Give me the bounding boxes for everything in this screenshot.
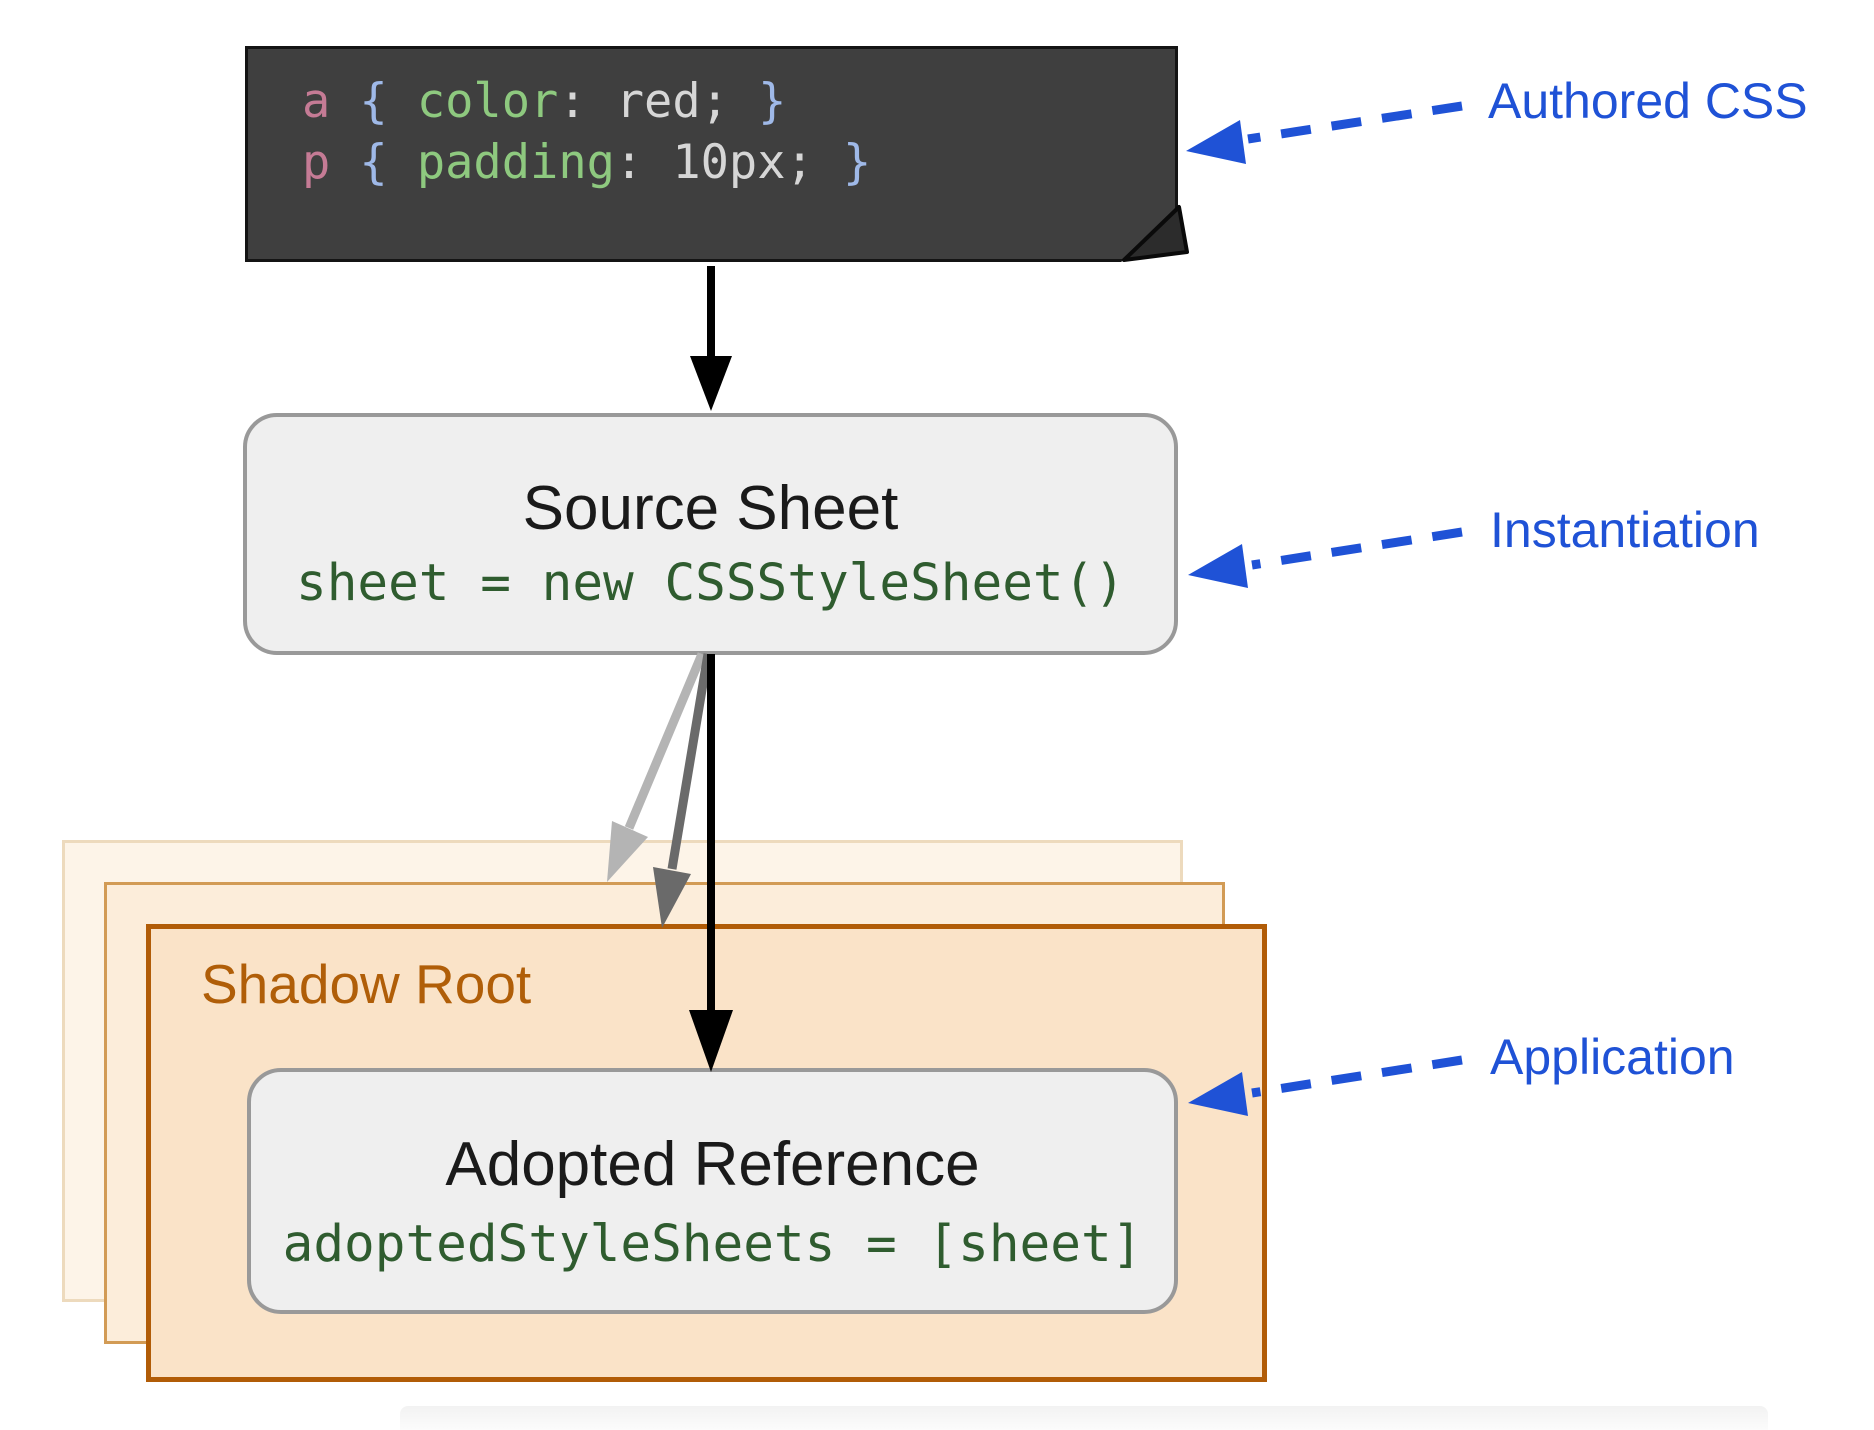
- semicolon: ;: [700, 74, 729, 129]
- css-value: red: [615, 74, 701, 129]
- callout-arrow-authored-css: [1186, 101, 1463, 164]
- colon: :: [614, 135, 644, 190]
- css-value: 10px: [672, 135, 786, 190]
- flow-arrow-source-to-middle-sheet: [653, 653, 713, 928]
- instantiation-callout-label: Instantiation: [1490, 502, 1760, 558]
- css-selector: p: [302, 135, 331, 190]
- colon: :: [558, 74, 587, 129]
- adopted-reference-title: Adopted Reference: [445, 1130, 980, 1199]
- close-brace: }: [842, 135, 872, 190]
- authored-css-callout-label: Authored CSS: [1488, 73, 1808, 129]
- flow-arrow-source-to-back-sheet: [607, 652, 707, 882]
- source-sheet-box: [243, 413, 1178, 655]
- css-property: color: [416, 74, 559, 129]
- open-brace: {: [359, 74, 388, 129]
- authored-css-code-block: a{color:red;} p{padding:10px;}: [245, 46, 1178, 262]
- flow-arrow-source-to-adopted: [689, 654, 733, 1072]
- css-rule-line-1: a { color: red;}: [302, 71, 1175, 132]
- source-sheet-code: sheet = new CSSStyleSheet(): [295, 554, 1126, 613]
- semicolon: ;: [785, 135, 814, 190]
- bottom-edge-strip: [400, 1406, 1768, 1430]
- css-rule-line-2: p { padding:10px;}: [302, 132, 1175, 193]
- shadow-root-label: Shadow Root: [201, 953, 532, 1015]
- application-callout-label: Application: [1490, 1029, 1735, 1085]
- page-fold-icon: [1122, 205, 1189, 262]
- adopted-reference-box: [247, 1068, 1178, 1314]
- flow-arrow-code-to-source: [690, 266, 732, 411]
- close-brace: }: [758, 74, 787, 129]
- css-selector: a: [302, 74, 331, 129]
- callout-arrow-application: [1188, 1055, 1463, 1116]
- source-sheet-title: Source Sheet: [522, 474, 899, 543]
- callout-arrow-instantiation: [1188, 527, 1463, 588]
- css-property: padding: [416, 135, 615, 190]
- open-brace: {: [359, 135, 388, 190]
- adopted-reference-code: adoptedStyleSheets = [sheet]: [282, 1215, 1143, 1274]
